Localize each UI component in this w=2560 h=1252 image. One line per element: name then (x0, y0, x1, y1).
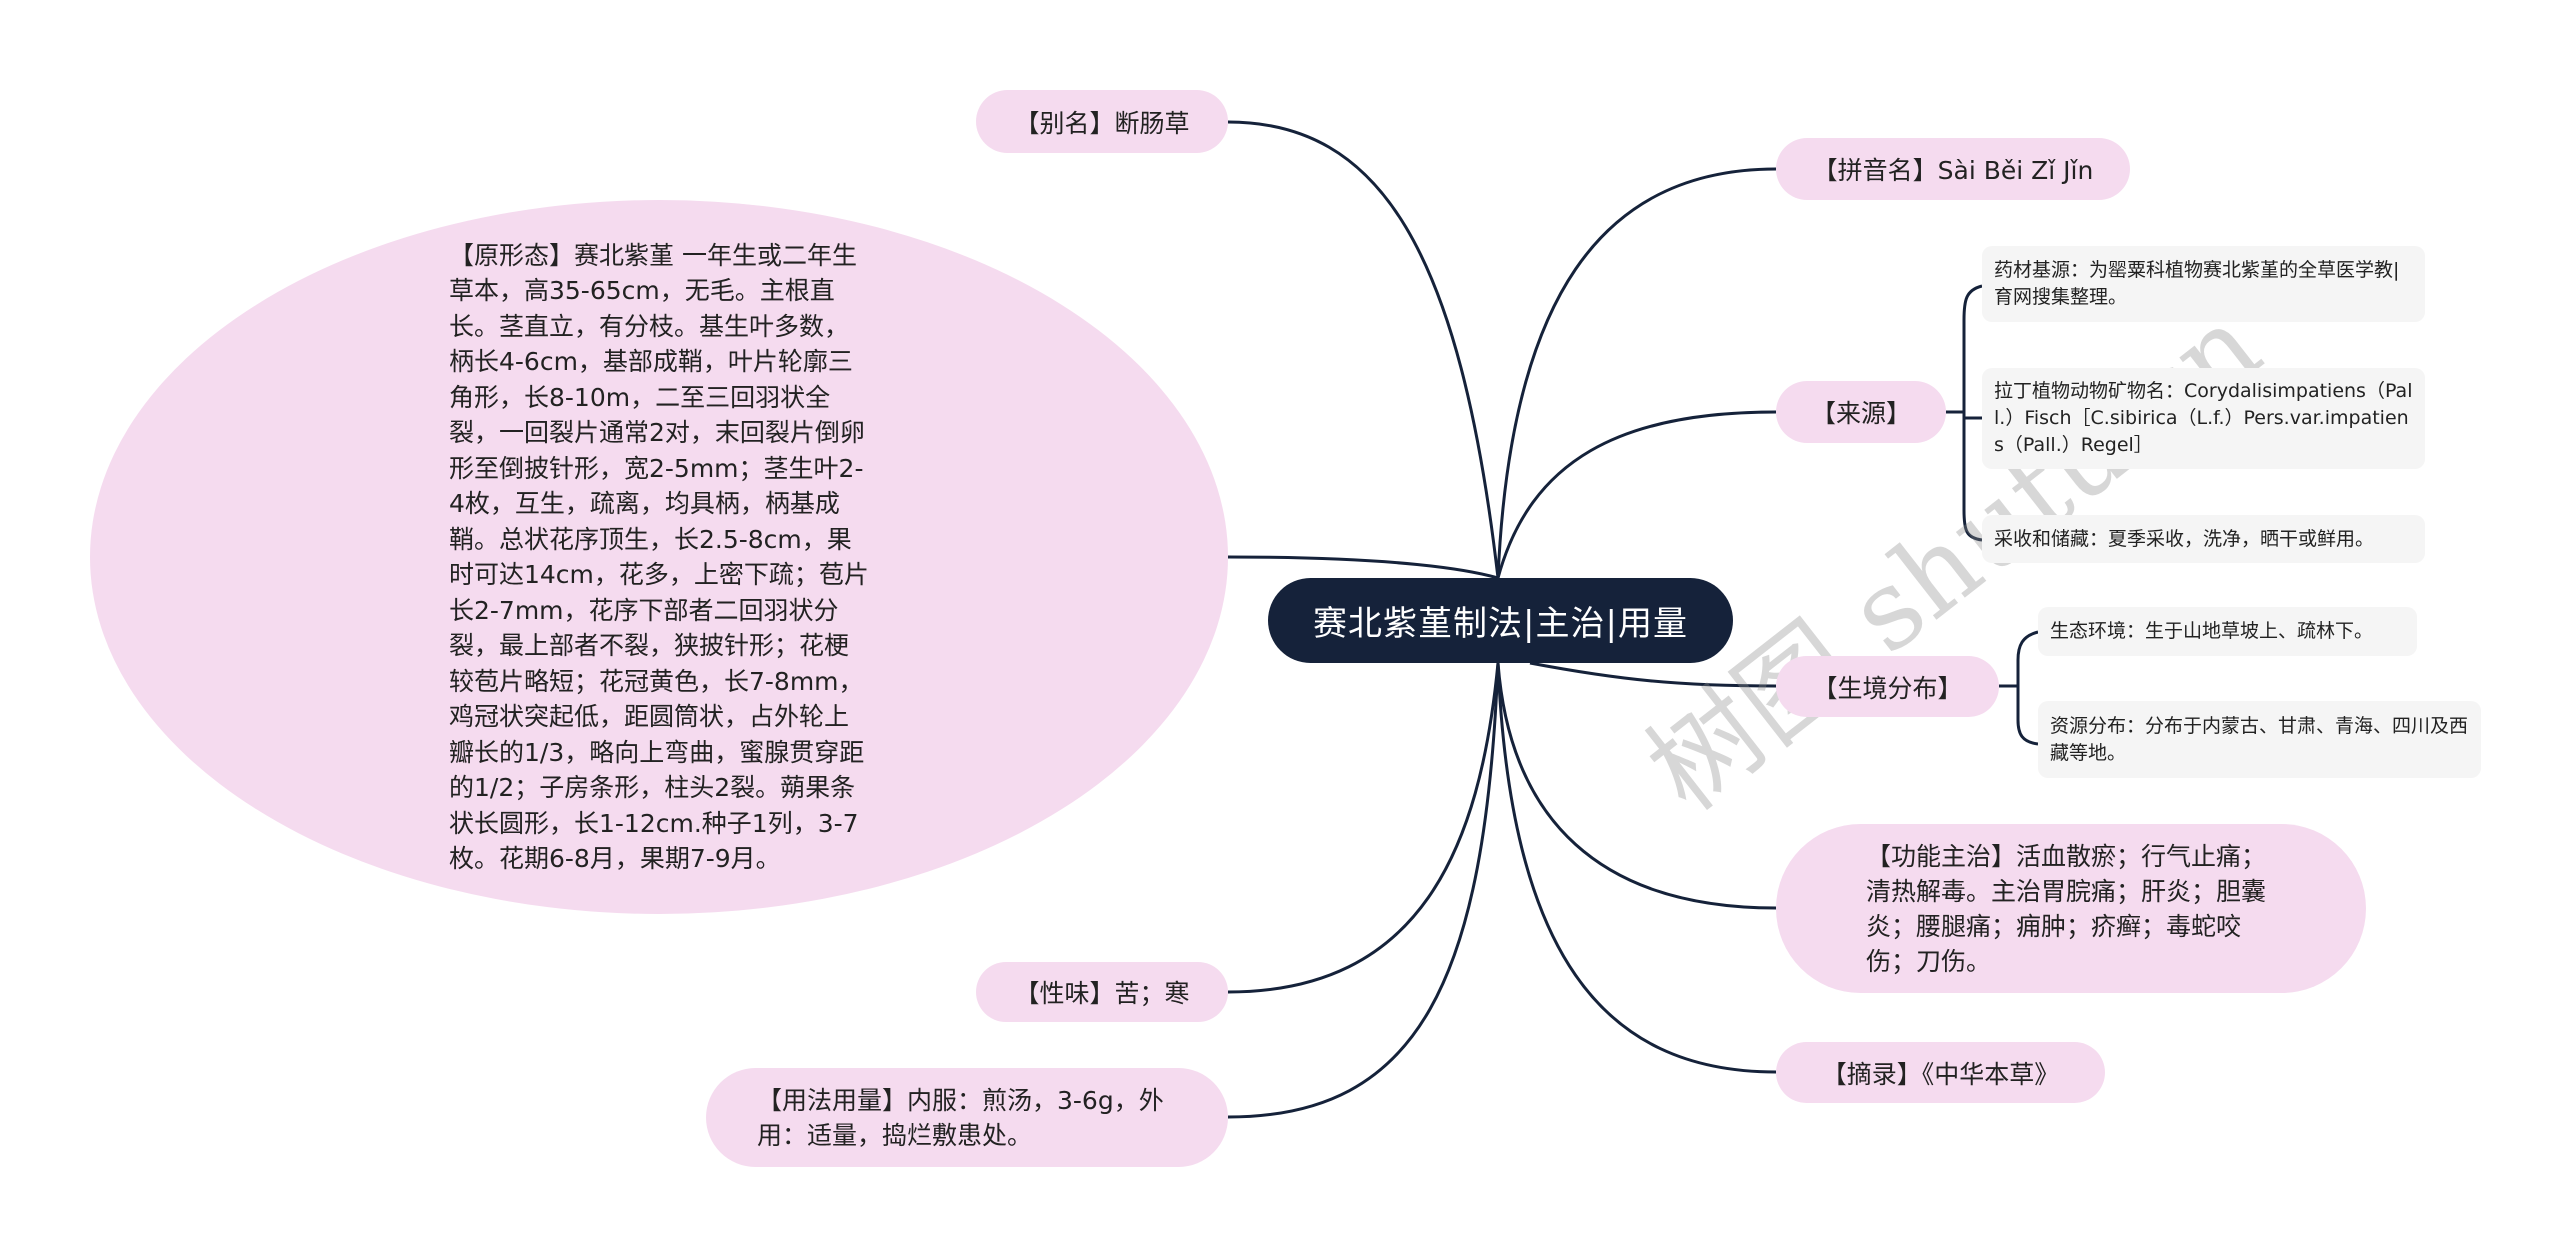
topic-alias[interactable]: 【别名】断肠草 (976, 90, 1228, 153)
subtopic-source-origin[interactable]: 药材基源：为罂粟科植物赛北紫堇的全草医学教|育网搜集整理。 (1982, 246, 2425, 322)
central-topic-label: 赛北紫堇制法|主治|用量 (1313, 604, 1688, 644)
topic-function[interactable]: 【功能主治】活血散瘀；行气止痛；清热解毒。主治胃脘痛；肝炎；胆囊炎；腰腿痛；痈肿… (1776, 824, 2366, 993)
central-topic[interactable]: 赛北紫堇制法|主治|用量 (1268, 578, 1733, 663)
subtopic-source-harvest[interactable]: 采收和储藏：夏季采收，洗净，晒干或鲜用。 (1982, 515, 2425, 563)
topic-label: 【拼音名】Sài Běi Zǐ Jǐn (1812, 156, 2094, 185)
topic-taste[interactable]: 【性味】苦；寒 (976, 962, 1228, 1022)
topic-excerpt[interactable]: 【摘录】《中华本草》 (1776, 1042, 2105, 1103)
subtopic-label: 采收和储藏：夏季采收，洗净，晒干或鲜用。 (1994, 527, 2375, 550)
topic-habitat[interactable]: 【生境分布】 (1776, 656, 1999, 717)
topic-label: 【来源】 (1810, 399, 1911, 428)
topic-label: 【用法用量】内服：煎汤，3-6g，外用：适量，捣烂敷患处。 (757, 1085, 1164, 1150)
subtopic-label: 拉丁植物动物矿物名：Corydalisimpatiens（Pall.）Fisch… (1994, 380, 2413, 456)
topic-label: 【性味】苦；寒 (1014, 979, 1190, 1008)
subtopic-source-latin[interactable]: 拉丁植物动物矿物名：Corydalisimpatiens（Pall.）Fisch… (1982, 368, 2425, 469)
topic-label: 【别名】断肠草 (1014, 108, 1190, 138)
topic-morphology[interactable]: 【原形态】赛北紫堇 一年生或二年生草本，高35-65cm，无毛。主根直长。茎直立… (90, 200, 1228, 914)
topic-label: 【摘录】《中华本草》 (1821, 1059, 2060, 1089)
subtopic-label: 生态环境：生于山地草坡上、疏林下。 (2050, 620, 2374, 642)
topic-label: 【功能主治】活血散瘀；行气止痛；清热解毒。主治胃脘痛；肝炎；胆囊炎；腰腿痛；痈肿… (1866, 841, 2267, 976)
subtopic-habitat-environment[interactable]: 生态环境：生于山地草坡上、疏林下。 (2038, 607, 2417, 656)
topic-usage[interactable]: 【用法用量】内服：煎汤，3-6g，外用：适量，捣烂敷患处。 (706, 1068, 1228, 1167)
topic-source[interactable]: 【来源】 (1776, 381, 1946, 443)
subtopic-label: 资源分布：分布于内蒙古、甘肃、青海、四川及西藏等地。 (2050, 714, 2469, 764)
topic-label: 【生境分布】 (1812, 673, 1963, 703)
subtopic-habitat-distribution[interactable]: 资源分布：分布于内蒙古、甘肃、青海、四川及西藏等地。 (2038, 701, 2481, 778)
topic-pinyin[interactable]: 【拼音名】Sài Běi Zǐ Jǐn (1776, 138, 2130, 200)
subtopic-label: 药材基源：为罂粟科植物赛北紫堇的全草医学教|育网搜集整理。 (1994, 259, 2400, 308)
topic-label: 【原形态】赛北紫堇 一年生或二年生草本，高35-65cm，无毛。主根直长。茎直立… (449, 240, 869, 874)
